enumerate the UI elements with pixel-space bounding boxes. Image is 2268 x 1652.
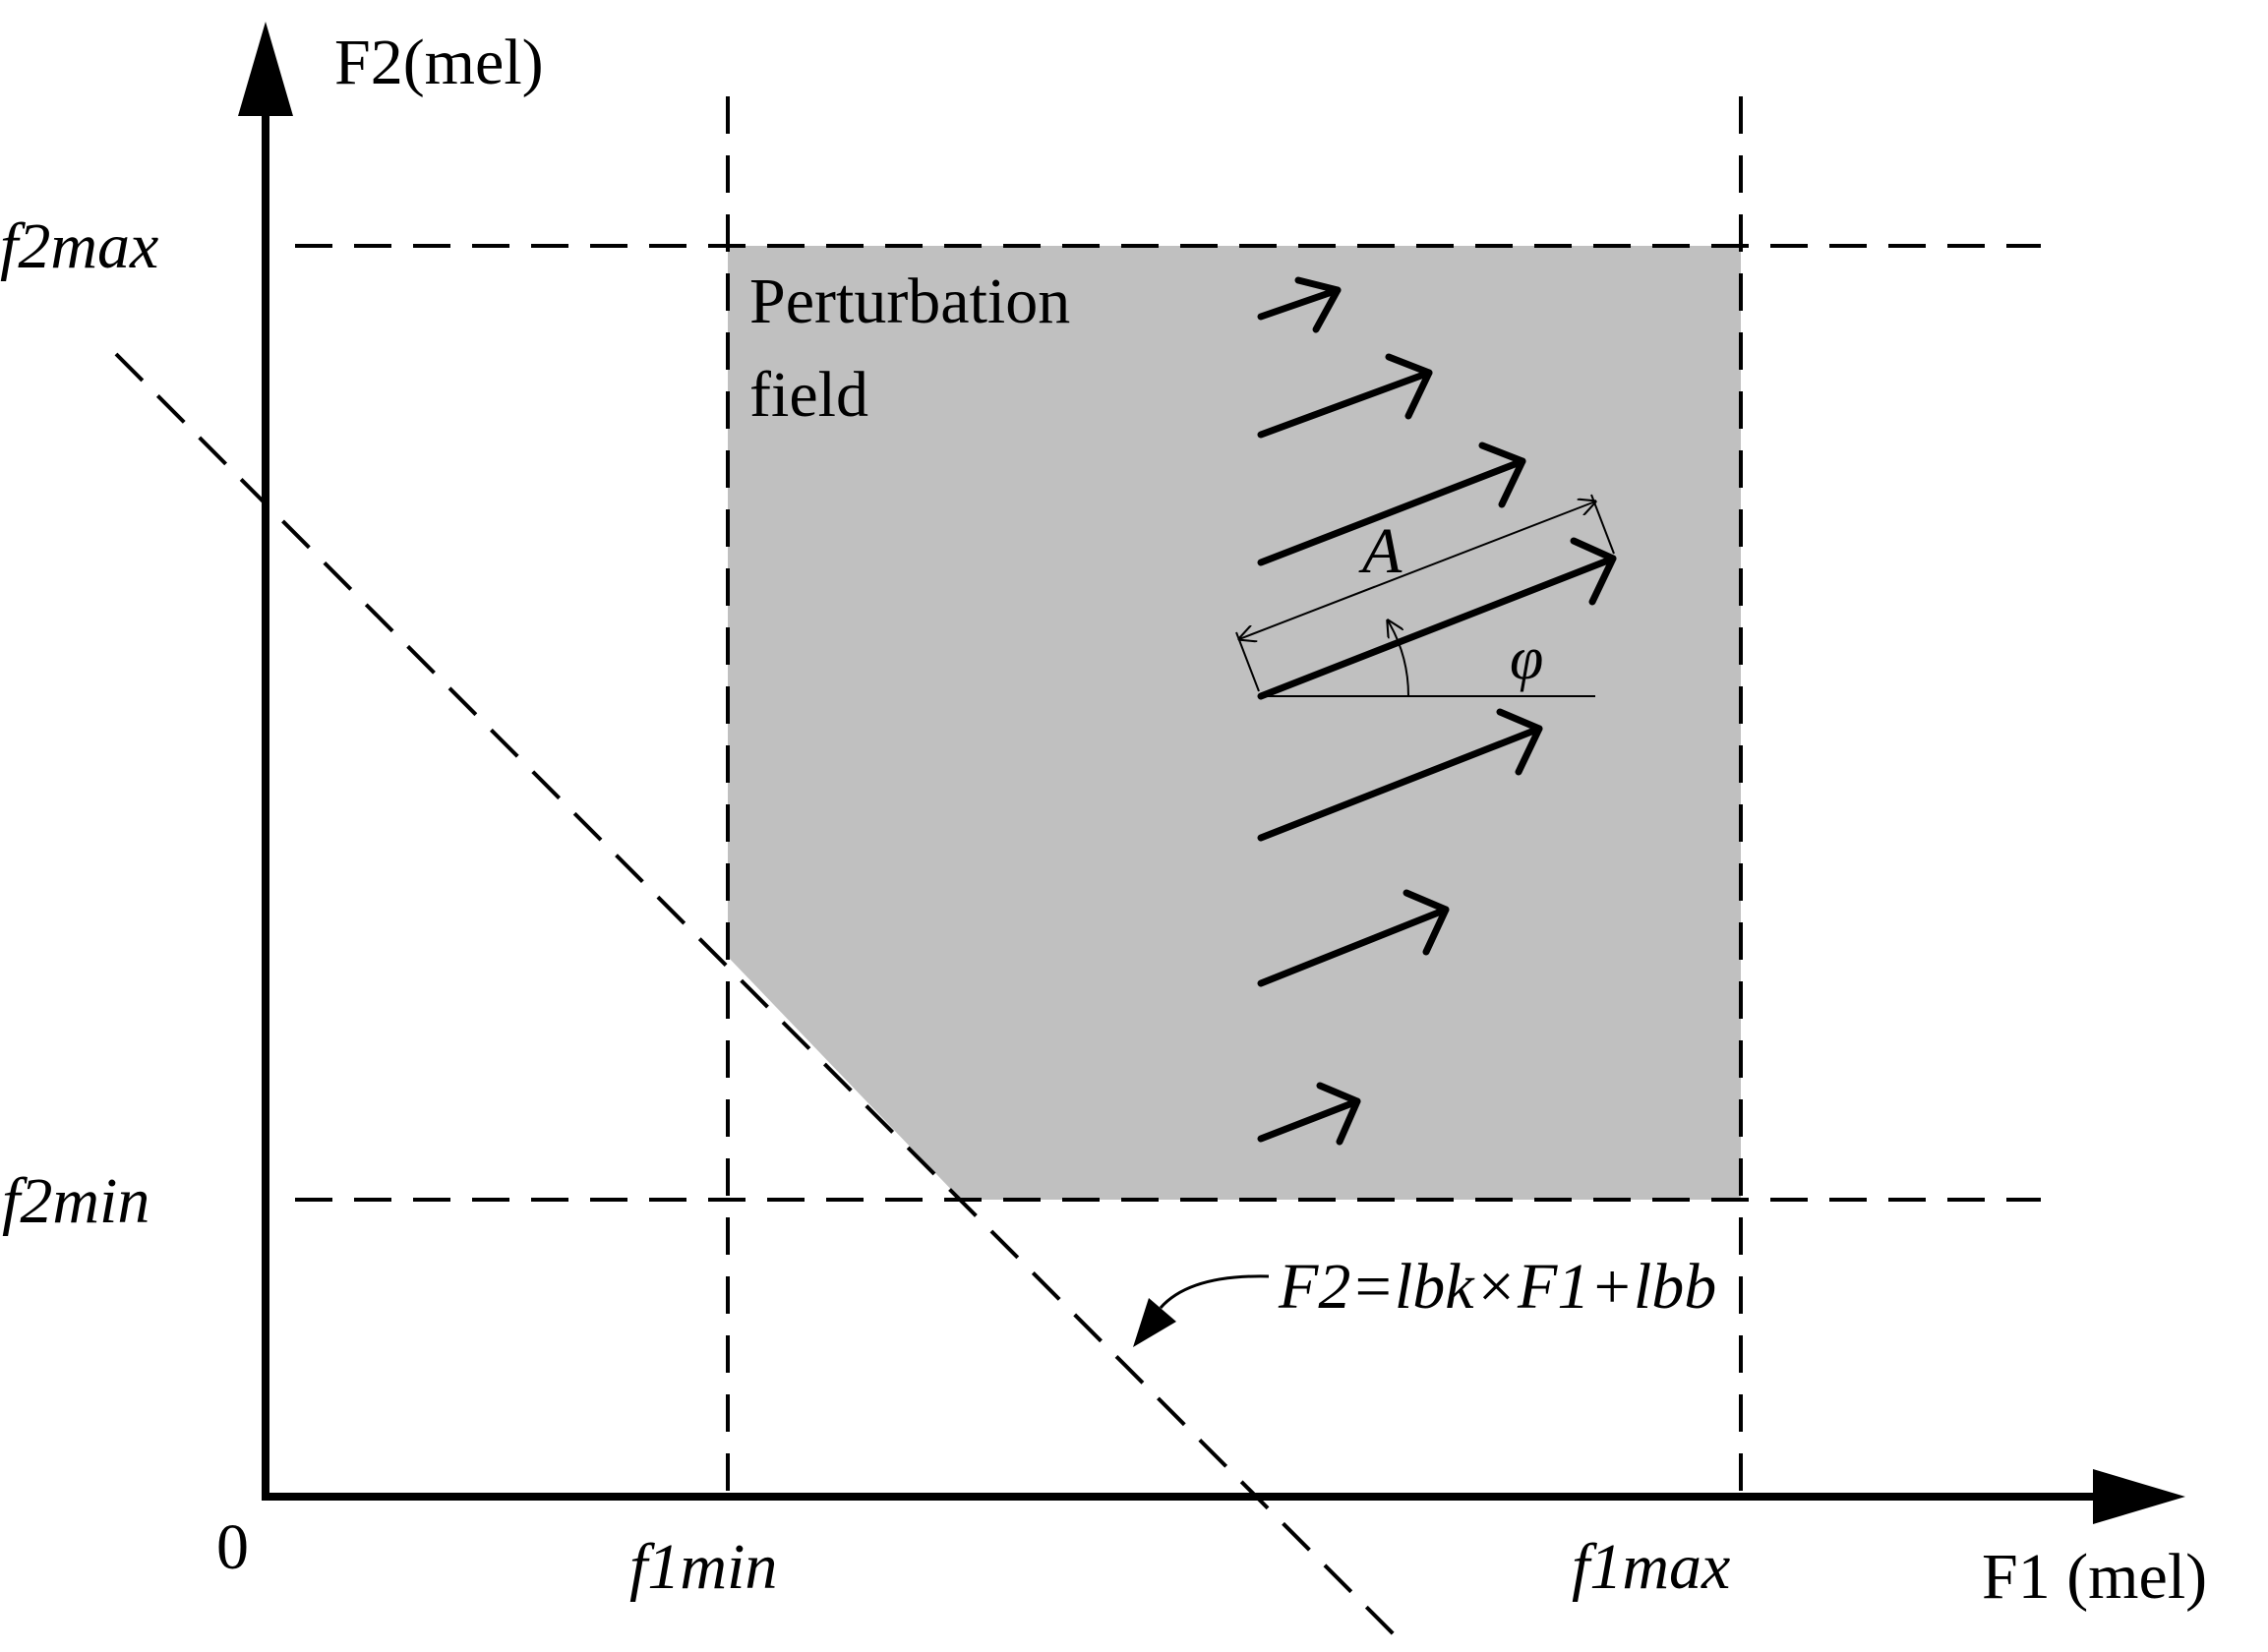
arrow-6 — [1257, 889, 1450, 987]
amplitude-dimension-line — [1239, 502, 1595, 639]
y-axis-label: F2(mel) — [334, 27, 544, 98]
arrow-1 — [1257, 276, 1342, 333]
arrow-5 — [1257, 708, 1543, 842]
amplitude-label: A — [1358, 515, 1403, 587]
field-label-line1: Perturbation — [749, 266, 1070, 337]
arrow-2 — [1257, 353, 1433, 439]
x-axis-label: F1 (mel) — [1982, 1541, 2207, 1613]
f1min-label: f1min — [629, 1531, 777, 1603]
y-axis-arrowhead — [238, 22, 293, 116]
vector-annotations — [1235, 494, 1615, 697]
arrow-7 — [1257, 1082, 1361, 1146]
axes — [238, 22, 2185, 1524]
f2max-label: f2max — [0, 210, 158, 282]
equation-leader — [1159, 1274, 1270, 1309]
f1max-label: f1max — [1572, 1531, 1730, 1603]
angle-label: φ — [1510, 625, 1543, 692]
equation-leader-arrowhead — [1133, 1298, 1176, 1347]
field-label-line2: field — [749, 359, 868, 431]
boundary-equation: F2=lbk×F1+lbb — [1278, 1251, 1716, 1323]
x-axis-arrowhead — [2093, 1469, 2185, 1524]
perturbation-field-region — [728, 246, 1741, 1200]
lower-boundary-line — [114, 352, 1403, 1644]
f2min-label: f2min — [2, 1165, 149, 1237]
boundary-lines — [114, 96, 2041, 1644]
origin-label: 0 — [216, 1511, 249, 1583]
